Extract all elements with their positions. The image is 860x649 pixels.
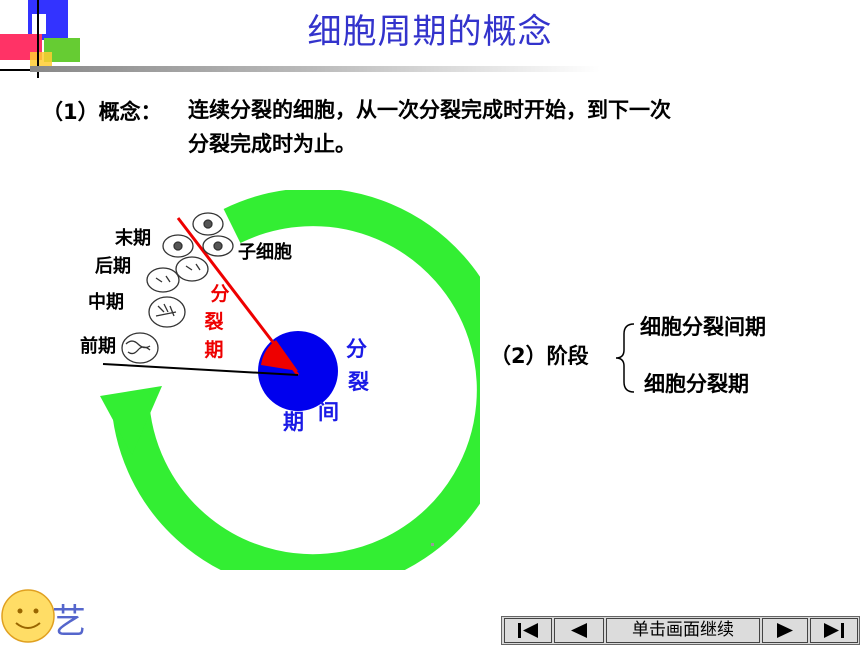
- concept-text-line1: 连续分裂的细胞，从一次分裂完成时开始，到下一次: [188, 98, 671, 122]
- telophase-cell-1: [162, 234, 194, 258]
- cycle-arrow: [111, 188, 515, 593]
- stages-label: （2）阶段: [490, 344, 589, 368]
- daughter-cell: [202, 235, 234, 257]
- anaphase-cell-1: [146, 267, 180, 293]
- anaphase-cell-2: [175, 256, 209, 282]
- interphase-char-2: 裂: [348, 370, 369, 394]
- division-phase-char-2: 裂: [204, 311, 224, 333]
- title-underline: [30, 66, 600, 72]
- continue-button[interactable]: 单击画面继续: [606, 618, 760, 643]
- anaphase-label: 后期: [95, 256, 131, 277]
- first-slide-button[interactable]: [504, 618, 552, 643]
- page-title: 细胞周期的概念: [307, 12, 553, 52]
- slide-nav-bar: 单击画面继续: [501, 616, 860, 645]
- interphase-char-3: 间: [318, 400, 339, 424]
- metaphase-label: 中期: [88, 292, 124, 313]
- cycle-start-line: [102, 363, 299, 376]
- interphase-char-4: 期: [283, 410, 304, 434]
- division-phase-char-1: 分: [210, 283, 230, 305]
- division-boundary-line: [176, 217, 300, 376]
- stage-interphase: 细胞分裂间期: [640, 315, 766, 339]
- next-slide-button[interactable]: [762, 618, 808, 643]
- dot-mark: [431, 543, 434, 546]
- cycle-arrowhead: [100, 386, 162, 455]
- concept-text-line2: 分裂完成时为止。: [188, 132, 356, 156]
- daughter-cell-label: 子细胞: [238, 242, 292, 263]
- smiley-logo: [0, 583, 90, 645]
- prophase-label: 前期: [80, 336, 116, 357]
- interphase-char-1: 分: [346, 337, 367, 361]
- last-slide-button[interactable]: [810, 618, 858, 643]
- concept-label: （1）概念：: [42, 100, 162, 124]
- cell-cycle-diagram: [0, 188, 515, 593]
- prophase-cell: [121, 332, 159, 364]
- division-phase-char-3: 期: [204, 339, 224, 361]
- stages-brace: [612, 320, 638, 396]
- logo-glyph: 艺: [52, 602, 86, 642]
- telophase-label: 末期: [115, 228, 151, 249]
- stage-division: 细胞分裂期: [644, 372, 749, 396]
- telophase-cell-2: [192, 212, 224, 236]
- metaphase-cell: [148, 296, 186, 328]
- prev-slide-button[interactable]: [554, 618, 604, 643]
